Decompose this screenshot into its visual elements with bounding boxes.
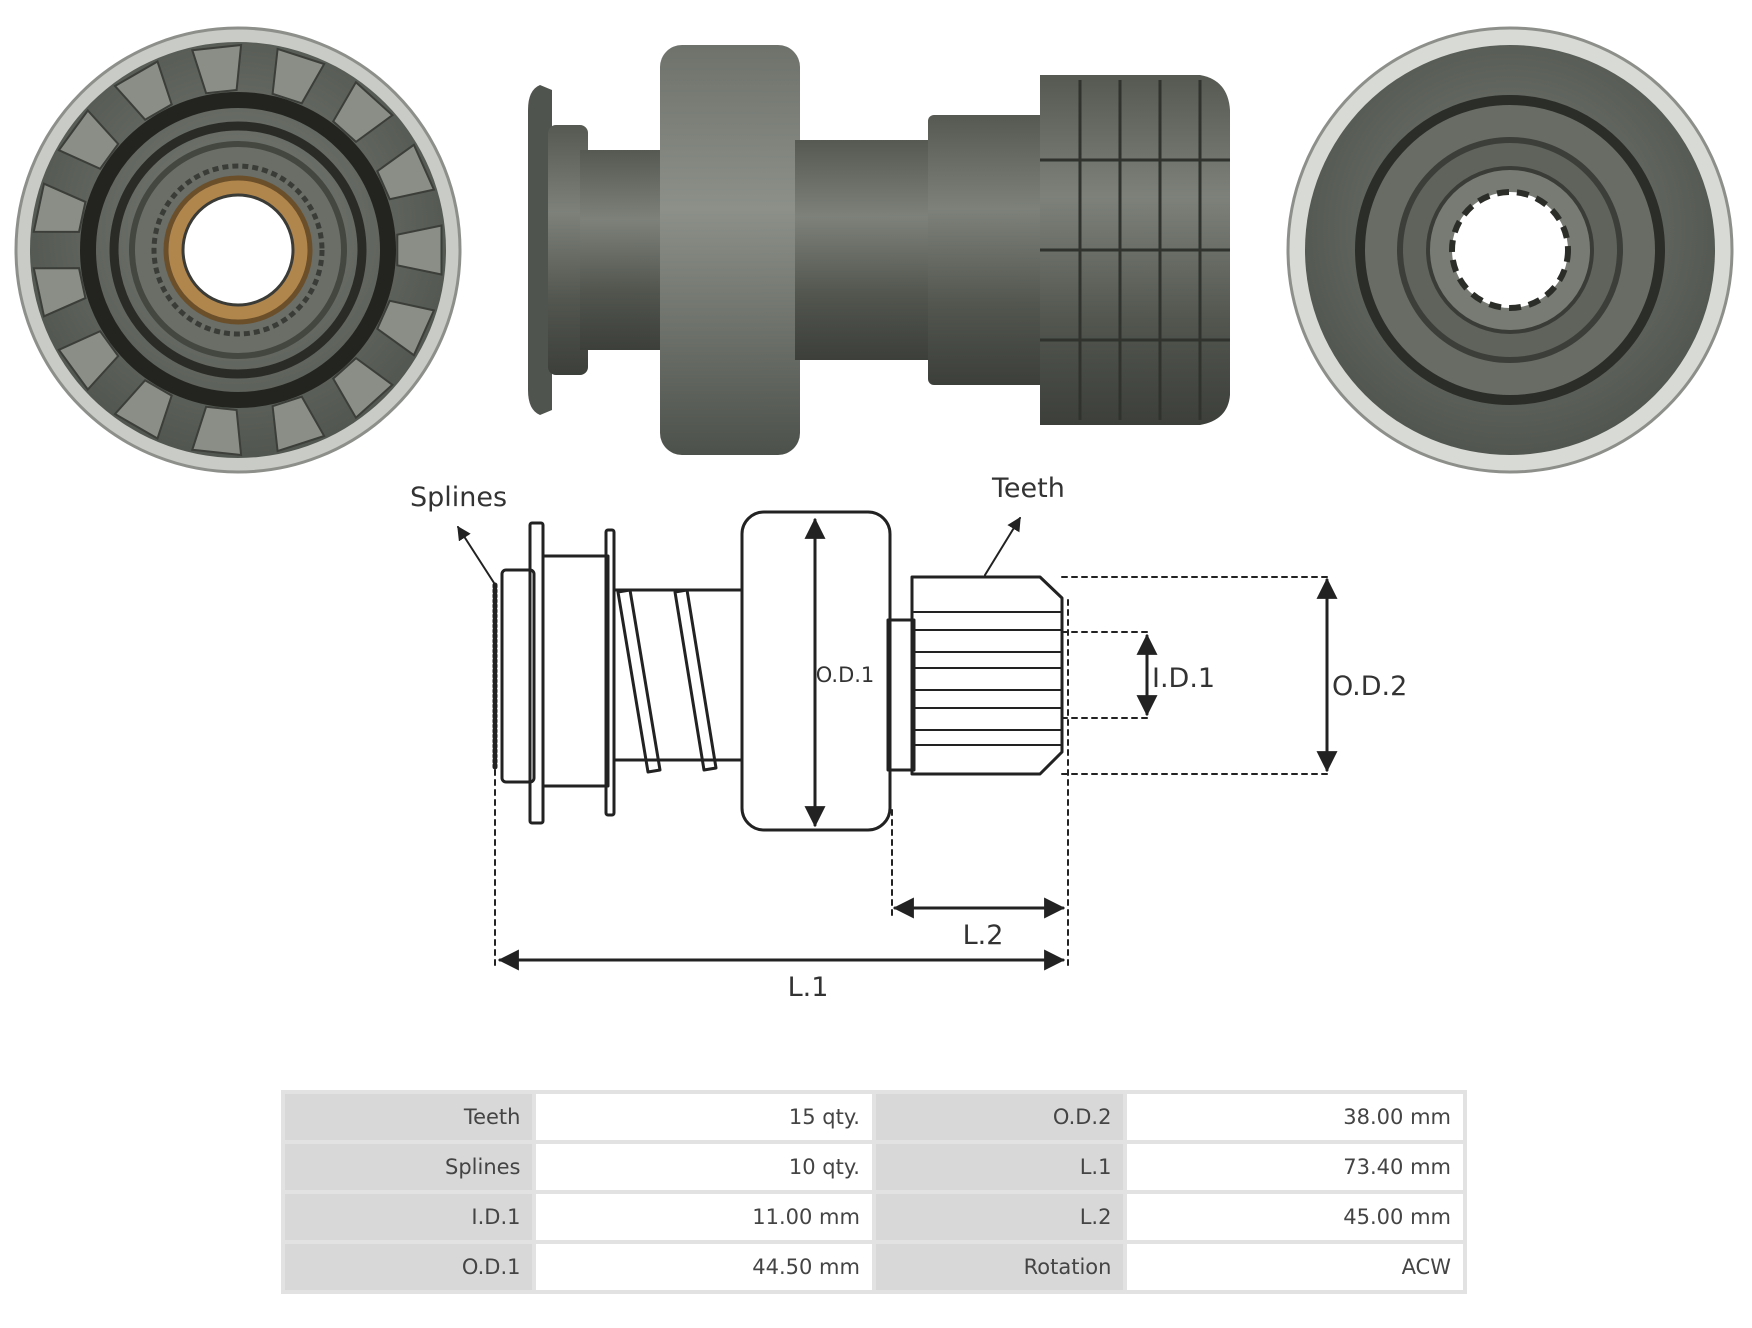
spec-value: ACW (1127, 1244, 1463, 1290)
gear-tooth (32, 267, 87, 318)
l1-label: L.1 (788, 972, 829, 1003)
spec-label: O.D.2 (875, 1094, 1124, 1140)
spec-value: 73.40 mm (1127, 1144, 1463, 1190)
pinion-outline (492, 510, 1064, 832)
gear-tooth (32, 182, 87, 233)
spec-label: I.D.1 (285, 1194, 533, 1240)
table-row: Splines 10 qty. L.1 73.40 mm (285, 1144, 1463, 1190)
gear-tooth (190, 43, 243, 95)
gear-tooth (190, 405, 243, 457)
gear-tooth (271, 395, 326, 453)
gear-tooth (57, 329, 120, 392)
spec-label: L.1 (875, 1144, 1124, 1190)
spec-value: 11.00 mm (536, 1194, 872, 1240)
gear-tooth (331, 356, 394, 420)
photo-pinion-end-view (14, 26, 462, 474)
product-photos (14, 26, 1734, 474)
spec-label: Splines (285, 1144, 533, 1190)
l1-dimension: L.1 (494, 599, 1069, 1003)
od1-label: O.D.1 (816, 663, 875, 687)
od2-dimension (1061, 576, 1331, 775)
spec-label: Teeth (285, 1094, 533, 1140)
photo-drive-end-view (1286, 26, 1734, 474)
spec-label: Rotation (875, 1244, 1124, 1290)
od1-dimension: O.D.1 (804, 517, 875, 828)
gear-tooth (271, 47, 326, 105)
table-row: O.D.1 44.50 mm Rotation ACW (285, 1244, 1463, 1290)
gear-tooth (57, 108, 120, 171)
spec-value: 15 qty. (536, 1094, 872, 1140)
l2-dimension: L.2 (891, 809, 1066, 951)
spec-value: 38.00 mm (1127, 1094, 1463, 1140)
table-row: Teeth 15 qty. O.D.2 38.00 mm (285, 1094, 1463, 1140)
spec-value: 45.00 mm (1127, 1194, 1463, 1240)
gear-tooth (113, 60, 173, 121)
gear-tooth (113, 379, 173, 440)
splines-callout: Splines (410, 482, 507, 587)
spec-value: 10 qty. (536, 1144, 872, 1190)
spec-table: Teeth 15 qty. O.D.2 38.00 mm Splines 10 … (281, 1090, 1467, 1294)
l2-label: L.2 (963, 920, 1004, 951)
gear-tooth (331, 80, 394, 144)
gear-tooth (376, 299, 436, 357)
gear-tooth (396, 224, 443, 276)
id1-dimension (1061, 631, 1151, 719)
table-row: I.D.1 11.00 mm L.2 45.00 mm (285, 1194, 1463, 1240)
teeth-label: Teeth (991, 473, 1065, 504)
dimension-drawing: O.D.1 I.D.1 O.D.2 L.1 L.2 Splines Teeth (410, 473, 1407, 1003)
id1-label: I.D.1 (1152, 663, 1215, 694)
teeth-callout: Teeth (984, 473, 1065, 576)
photo-side-view (528, 45, 1230, 455)
spec-value: 44.50 mm (536, 1244, 872, 1290)
gear-tooth (376, 143, 436, 201)
spec-label: O.D.1 (285, 1244, 533, 1290)
splines-label: Splines (410, 482, 507, 513)
od2-label: O.D.2 (1332, 671, 1407, 702)
spec-label: L.2 (875, 1194, 1124, 1240)
